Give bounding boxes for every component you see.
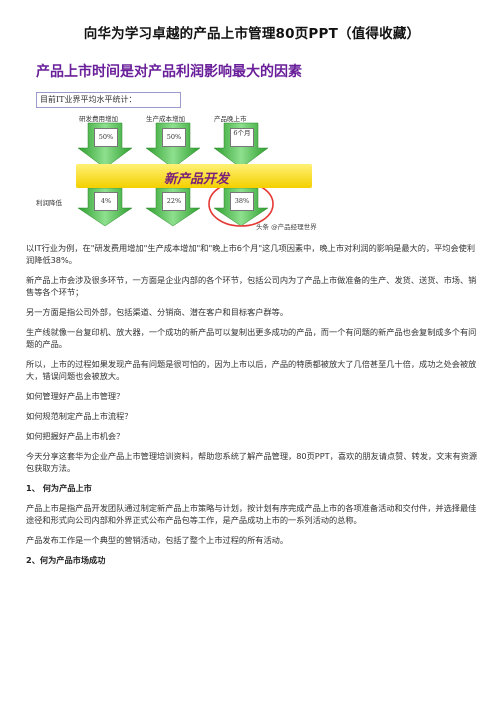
paragraph: 今天分享这套华为企业产品上市管理培训资料，帮助您系统了解产品管理，80页PPT，… — [26, 451, 478, 473]
section-heading: 1、 何为产品上市 — [26, 483, 92, 493]
slide-subtitle: 目前IT业界平均水平统计： — [36, 92, 181, 108]
paragraph: 以IT行业为例，在"研发费用增加"生产成本增加"和"晚上市6个月"这几项因素中，… — [26, 243, 476, 265]
paragraph: 生产线就像一台复印机、放大器，一个成功的新产品可以复制出更多成功的产品，而一个有… — [26, 327, 477, 349]
value-late-months: 6个月 — [230, 128, 254, 147]
paragraph: 另一方面是指公司外部，包括渠道、分销商、潜在客户和目标客户群等。 — [26, 307, 289, 317]
value-profit-late: 38% — [230, 192, 254, 211]
section-heading: 2、何为产品市场成功 — [26, 555, 106, 565]
value-rd-increase: 50% — [94, 128, 118, 147]
image-credit: 头条 @产品经理世界 — [256, 223, 317, 231]
document-title: 向华为学习卓越的产品上市管理80页PPT（值得收藏） — [83, 26, 421, 42]
slide-heading: 产品上市时间是对产品利润影响最大的因素 — [36, 64, 302, 80]
value-profit-cost: 22% — [162, 192, 186, 211]
column-label-late: 产品晚上市 — [214, 115, 247, 123]
paragraph: 如何把握好产品上市机会？ — [26, 431, 125, 441]
column-label-rd: 研发费用增加 — [79, 115, 118, 123]
paragraph: 如何规范制定产品上市流程？ — [26, 411, 133, 421]
paragraph: 新产品上市会涉及很多环节，一方面是企业内部的各个环节，包括公司内为了产品上市做准… — [26, 275, 477, 297]
column-label-cost: 生产成本增加 — [146, 115, 185, 123]
value-profit-rd: 4% — [94, 192, 118, 211]
paragraph: 产品上市是指产品开发团队通过制定新产品上市策略与计划，按计划有序完成产品上市的各… — [26, 503, 477, 525]
paragraph: 产品发布工作是一个典型的营销活动，包括了整个上市过程的所有活动。 — [26, 535, 289, 545]
paragraph: 所以，上市的过程如果发现产品有问题是很可怕的，因为上市以后，产品的特质都被放大了… — [26, 359, 477, 381]
article-body: 以IT行业为例，在"研发费用增加"生产成本增加"和"晚上市6个月"这几项因素中，… — [26, 242, 480, 574]
profit-drop-label: 利润降低 — [36, 199, 62, 207]
slide-image: 产品上市时间是对产品利润影响最大的因素 目前IT业界平均水平统计： 研发费用增加… — [26, 58, 326, 231]
new-product-band — [76, 164, 312, 188]
band-label: 新产品开发 — [164, 172, 230, 187]
paragraph: 如何管理好产品上市管理？ — [26, 391, 125, 401]
value-cost-increase: 50% — [162, 128, 186, 147]
